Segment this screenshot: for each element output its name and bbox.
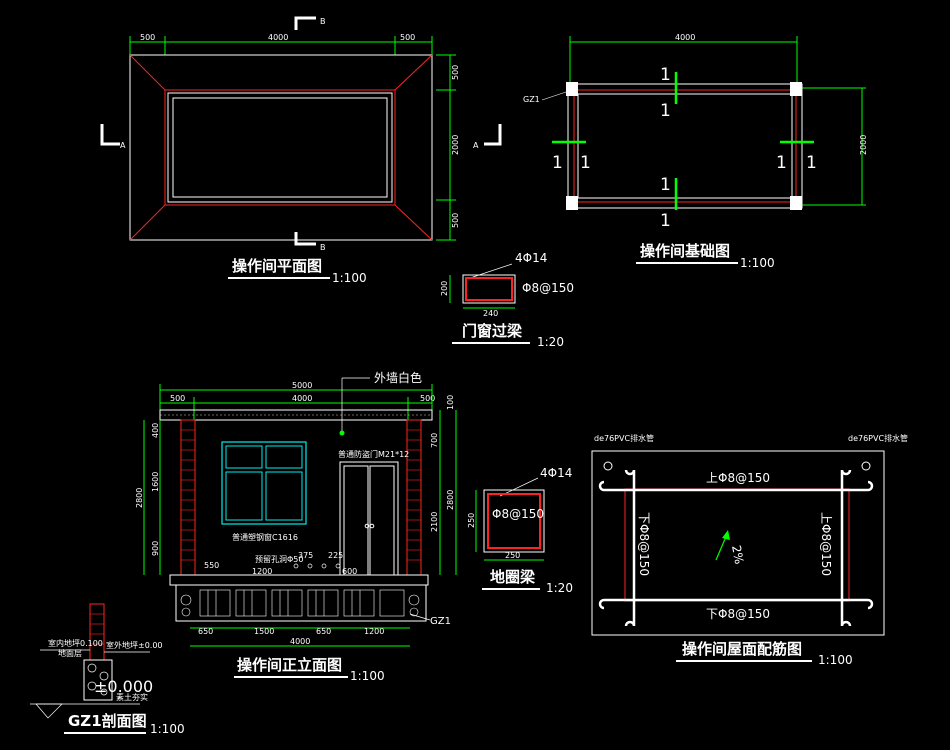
plan-dim-bot-v: 500: [451, 213, 460, 228]
roof-left-bar: 下Φ8@150: [637, 512, 651, 576]
roof-title: 操作间屋面配筋图: [682, 640, 802, 658]
elev-b1200: 1200: [364, 627, 384, 636]
roof-top-bar: 上Φ8@150: [706, 471, 770, 485]
elev-d1200: 1200: [252, 567, 272, 576]
elev-d600: 600: [342, 567, 357, 576]
foundation-sec-right-b: 1: [806, 153, 817, 173]
elev-b1500: 1500: [254, 627, 274, 636]
elev-dim-900: 900: [151, 541, 160, 556]
elev-dim-100: 100: [446, 395, 455, 410]
ringbeam-top-bar: 4Φ14: [540, 466, 572, 480]
elev-scale: 1:100: [350, 669, 385, 683]
plan-dim-mid-v: 2000: [451, 135, 460, 155]
lintel-title: 门窗过梁: [462, 322, 523, 340]
elev-dim-2100: 2100: [430, 512, 439, 532]
foundation-sec-right-a: 1: [776, 153, 787, 173]
plan-title: 操作间平面图: [232, 257, 322, 275]
elev-dim-m: 4000: [292, 394, 312, 403]
gz-note-2: 室外地坪±0.00: [106, 640, 163, 650]
ringbeam-w: 250: [505, 551, 520, 560]
lintel-top-bar: 4Φ14: [515, 251, 547, 265]
plan-dim-mid: 4000: [268, 33, 288, 42]
roof-drain-left: de76PVC排水管: [594, 433, 654, 443]
foundation-dim-top: 4000: [675, 33, 695, 42]
plan-view: 500 4000 500 500 2000 500 B B A A 操作间平面图…: [100, 16, 502, 285]
lintel-w: 240: [483, 309, 498, 318]
plan-cut-a-right: A: [473, 141, 479, 150]
foundation-sec-left-a: 1: [552, 153, 563, 173]
elev-door-label: 普通防盗门M21*12: [338, 449, 409, 459]
elev-dim-1600: 1600: [151, 472, 160, 492]
roof-right-bar: 上Φ8@150: [819, 512, 833, 576]
plan-cut-b-bottom: B: [320, 243, 326, 252]
plan-scale: 1:100: [332, 271, 367, 285]
roof-slope: 2%: [729, 544, 746, 565]
foundation-sec-top-b: 1: [660, 101, 671, 121]
gz-note-4: 素土夯实: [116, 692, 148, 702]
elev-b650b: 650: [316, 627, 331, 636]
plan-dim-left: 500: [140, 33, 155, 42]
foundation-sec-left-b: 1: [580, 153, 591, 173]
elev-title: 操作间正立面图: [237, 656, 342, 674]
gz-title: GZ1剖面图: [68, 712, 147, 730]
ringbeam-stirrup: Φ8@150: [492, 507, 544, 521]
ringbeam-detail: 4Φ14 Φ8@150 250 250 地圈梁 1:20: [467, 466, 573, 595]
foundation-gz-label: GZ1: [523, 95, 540, 104]
gz-note-3: 地面层: [58, 648, 82, 658]
foundation-scale: 1:100: [740, 256, 775, 270]
elev-d225: 225: [328, 551, 343, 560]
plan-cut-a-left: A: [120, 141, 126, 150]
lintel-detail: 4Φ14 Φ8@150 200 240 门窗过梁 1:20: [440, 251, 574, 349]
elevation-view: 5000 500 4000 500 外墙白色: [135, 370, 457, 683]
gz-section-view: 室内地坪0.100 室外地坪±0.00 地面层 ±0.000 素土夯实 GZ1剖…: [30, 603, 185, 736]
foundation-view: 4000 2000 GZ1 1 1 1 1 1 1 1 1 操作间基础图 1:1…: [523, 33, 868, 270]
elev-b650: 650: [198, 627, 213, 636]
ringbeam-h: 250: [467, 513, 476, 528]
elev-dim-l: 500: [170, 394, 185, 403]
plan-dim-top-v: 500: [451, 65, 460, 80]
foundation-sec-bot-a: 1: [660, 175, 671, 195]
plan-dim-right: 500: [400, 33, 415, 42]
elev-b4000: 4000: [290, 637, 310, 646]
elev-dim-2800b: 2800: [446, 490, 455, 510]
elev-dim-700: 700: [430, 433, 439, 448]
plan-cut-b-top: B: [320, 17, 326, 26]
lintel-h: 200: [440, 281, 449, 296]
elev-dim-r: 500: [420, 394, 435, 403]
elev-d375: 375: [298, 551, 313, 560]
elev-d550: 550: [204, 561, 219, 570]
elev-note-small: 预留孔洞Φ50: [255, 554, 303, 564]
roof-bot-bar: 下Φ8@150: [706, 607, 770, 621]
foundation-sec-bot-b: 1: [660, 211, 671, 231]
roof-drain-right: de76PVC排水管: [848, 433, 908, 443]
elev-dim-2800: 2800: [135, 488, 144, 508]
elev-window-label: 普通塑钢窗C1616: [232, 532, 298, 542]
elev-dim-total: 5000: [292, 381, 312, 390]
brick-hatch: [181, 429, 421, 561]
elev-note-wall: 外墙白色: [374, 370, 422, 385]
gz-note-1: 室内地坪0.100: [48, 638, 103, 648]
foundation-sec-top-a: 1: [660, 65, 671, 85]
gz-elevation: ±0.000: [94, 677, 153, 696]
roof-rebar-view: de76PVC排水管 de76PVC排水管 上Φ8@150 下Φ8@150 下Φ…: [591, 433, 908, 667]
ringbeam-scale: 1:20: [546, 581, 573, 595]
foundation-dim-right: 2000: [859, 135, 868, 155]
gz-scale: 1:100: [150, 722, 185, 736]
foundation-title: 操作间基础图: [640, 242, 730, 260]
lintel-stirrup: Φ8@150: [522, 281, 574, 295]
roof-scale: 1:100: [818, 653, 853, 667]
lintel-scale: 1:20: [537, 335, 564, 349]
elev-gz-label: GZ1: [430, 616, 451, 627]
elev-dim-400: 400: [151, 423, 160, 438]
ringbeam-title: 地圈梁: [490, 568, 536, 586]
